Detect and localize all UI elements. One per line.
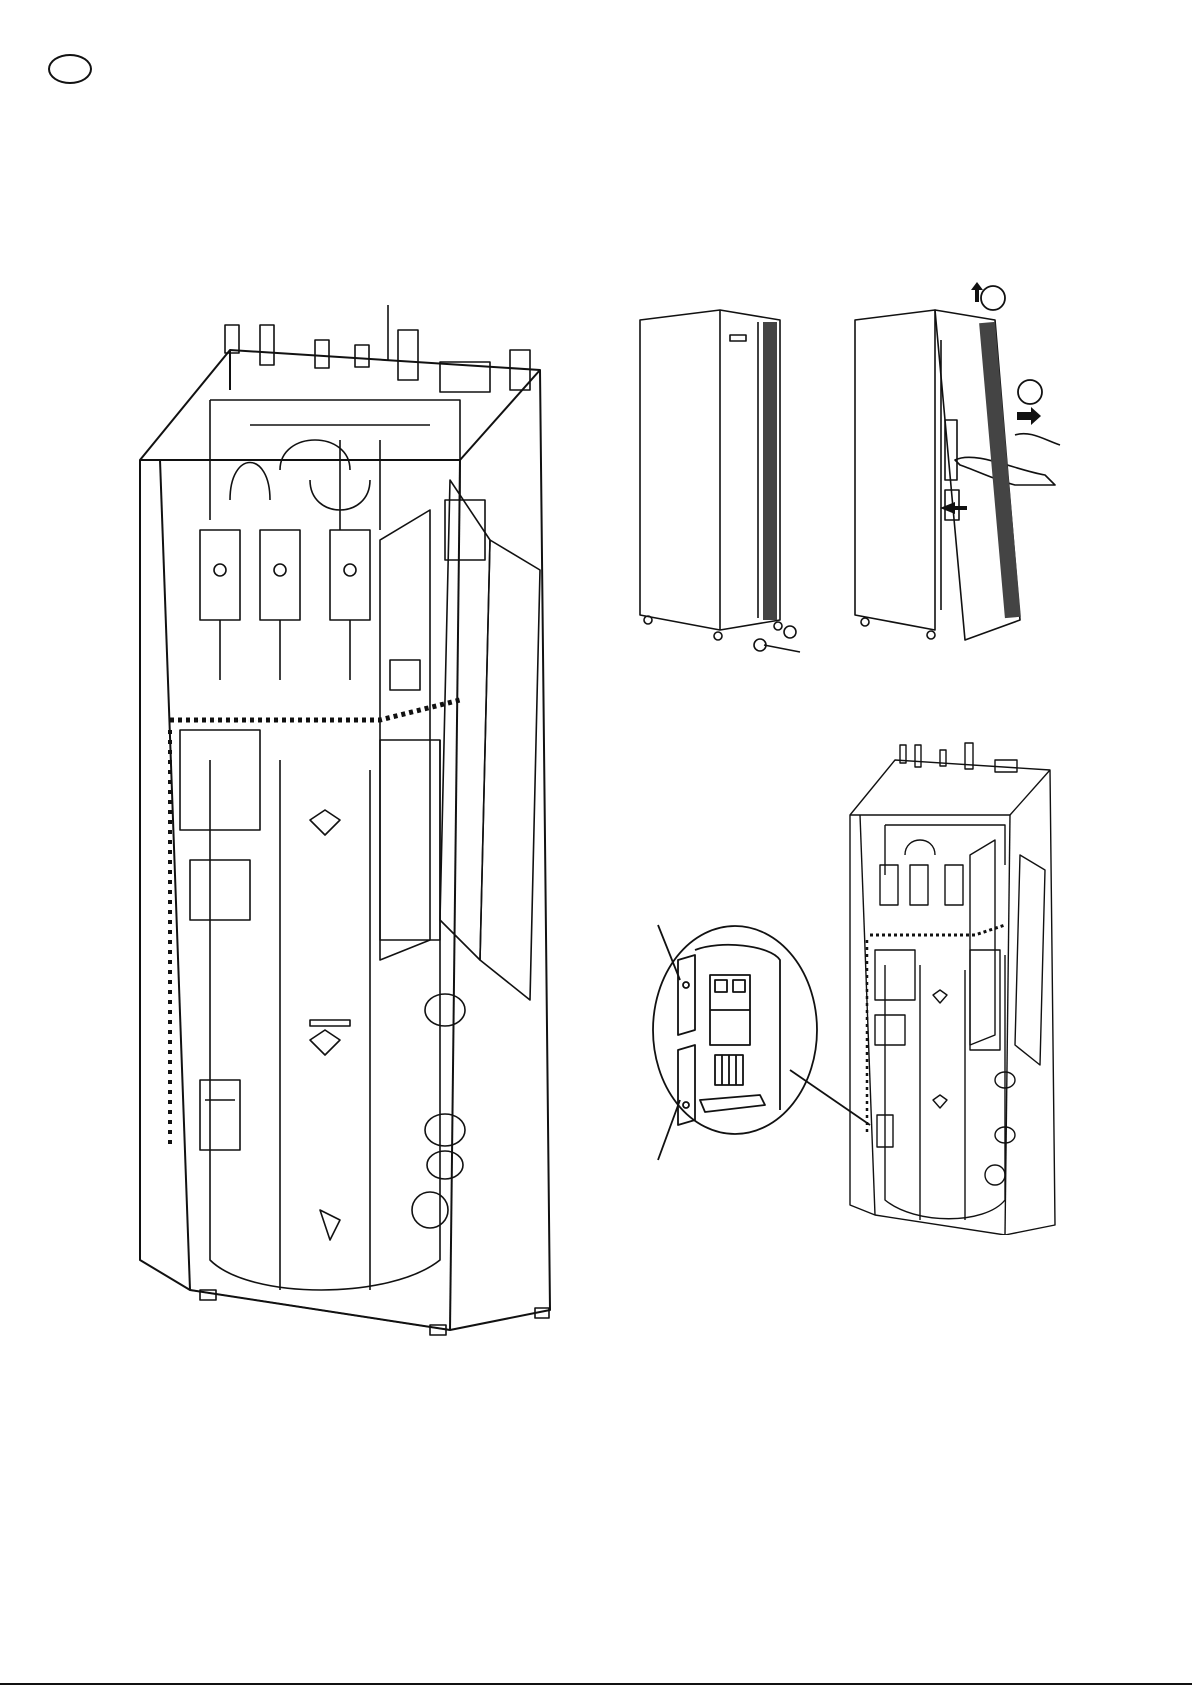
cabinet-closed-icon (630, 300, 830, 660)
cabinet-front-panel-removal-icon (845, 280, 1065, 660)
step-marker-1 (971, 282, 1005, 310)
double-arrow-icon (940, 502, 967, 514)
small-unit-illustration (845, 735, 1065, 1235)
heat-pump-unit-small-icon (845, 735, 1065, 1235)
step-marker-2 (1017, 380, 1042, 425)
main-unit-illustration (130, 300, 610, 1340)
language-badge (48, 54, 92, 84)
heat-pump-unit-icon (130, 300, 610, 1340)
cabinet-closed-illustration (630, 300, 830, 660)
cabinet-panel-removal-illustration (845, 280, 1065, 660)
arrow-right-icon (1017, 407, 1041, 425)
